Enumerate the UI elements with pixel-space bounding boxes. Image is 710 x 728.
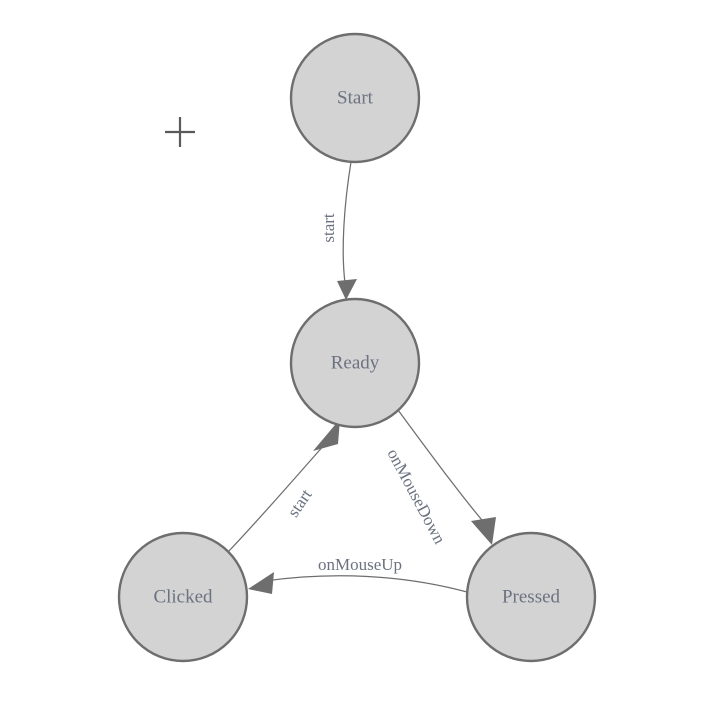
edge-start-to-ready[interactable]: start [319, 161, 357, 300]
edge-path-clicked-to-ready [227, 442, 327, 553]
arrowhead-ready-to-pressed [471, 517, 496, 545]
node-clicked-circle[interactable] [117, 531, 249, 663]
node-pressed[interactable]: Pressed [465, 531, 597, 663]
arrowhead-pressed-to-clicked [248, 572, 274, 594]
edge-path-start-to-ready [342, 161, 352, 284]
arrowhead-clicked-to-ready [313, 419, 340, 451]
edge-clicked-to-ready[interactable]: start [227, 419, 340, 553]
node-ready-circle[interactable] [289, 297, 421, 429]
crosshair-cursor-icon [165, 117, 195, 147]
edge-path-pressed-to-clicked [264, 575, 468, 593]
arrowhead-start-to-ready [337, 279, 357, 300]
node-clicked[interactable]: Clicked [117, 531, 249, 663]
node-start-circle[interactable] [289, 32, 421, 164]
node-ready[interactable]: Ready [289, 297, 421, 429]
edge-ready-to-pressed[interactable]: onMouseDown [383, 409, 496, 548]
node-pressed-circle[interactable] [465, 531, 597, 663]
node-start[interactable]: Start [289, 32, 421, 164]
edge-pressed-to-clicked[interactable]: onMouseUp [248, 555, 468, 594]
edge-path-ready-to-pressed [397, 409, 488, 527]
edge-label-pressed-to-clicked: onMouseUp [318, 555, 402, 574]
edge-label-start-to-ready: start [319, 213, 338, 243]
edge-label-clicked-to-ready: start [284, 485, 316, 520]
edge-label-ready-to-pressed: onMouseDown [383, 446, 449, 548]
